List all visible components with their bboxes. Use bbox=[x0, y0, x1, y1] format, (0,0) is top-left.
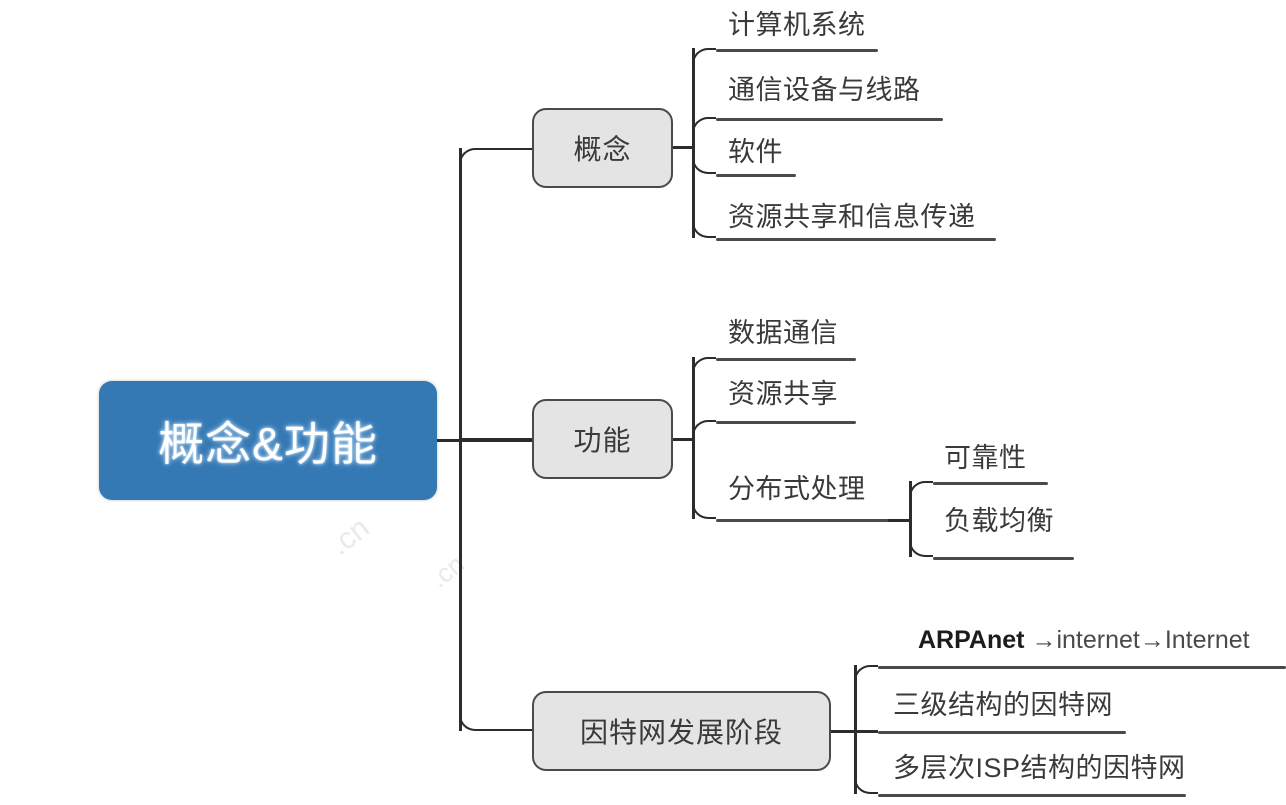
leaf-label: 软件 bbox=[728, 137, 783, 167]
branch-1-leaf-elbow-mid bbox=[692, 420, 716, 438]
branch-0-stub bbox=[673, 146, 693, 149]
branch-2-leaf-spine bbox=[854, 665, 857, 794]
watermark: .cn bbox=[323, 511, 376, 562]
leaf-label: 三级结构的因特网 bbox=[893, 690, 1113, 720]
branch-0-leaf-spine bbox=[692, 48, 695, 238]
branch-1-stub bbox=[673, 438, 693, 441]
leaf-label: 资源共享 bbox=[728, 379, 838, 409]
subbranch-leaf-elbow-top bbox=[909, 481, 933, 499]
branch-node-internet-stages[interactable]: 因特网发展阶段 bbox=[532, 691, 831, 771]
branch-1-leaf-elbow-bottom bbox=[692, 501, 716, 519]
subbranch-leaf-elbow-bottom bbox=[909, 539, 933, 557]
branch-2-leaf-elbow-bottom bbox=[854, 776, 878, 794]
leaf-label: 数据通信 bbox=[728, 318, 838, 348]
branch-2-stub bbox=[831, 730, 855, 733]
leaf-label: 可靠性 bbox=[944, 443, 1027, 473]
leaf-label: 多层次ISP结构的因特网 bbox=[893, 753, 1186, 783]
leaf-label: 计算机系统 bbox=[728, 10, 866, 40]
leaf-underline bbox=[716, 421, 856, 424]
leaf-underline bbox=[716, 358, 856, 361]
leaf-underline bbox=[716, 49, 878, 52]
leaf-underline bbox=[878, 666, 1286, 669]
leaf-label: 通信设备与线路 bbox=[728, 75, 921, 105]
branch-0-leaf-elbow-mid-bottom bbox=[692, 156, 716, 174]
leaf-underline bbox=[933, 482, 1048, 485]
leaf-label: 分布式处理 bbox=[728, 474, 866, 504]
leaf-underline bbox=[716, 238, 996, 241]
trunk-elbow-branch-0 bbox=[459, 148, 534, 166]
subbranch-leaf-spine bbox=[909, 481, 912, 557]
branch-0-leaf-elbow-mid-top bbox=[692, 117, 716, 135]
leaf-underline bbox=[716, 118, 943, 121]
branch-node-label: 概念 bbox=[573, 134, 632, 165]
trunk-connector-branch-1 bbox=[459, 438, 534, 441]
leaf-label: 负载均衡 bbox=[944, 506, 1054, 536]
leaf-underline bbox=[716, 174, 796, 177]
leaf-label-arpanet: ARPAnet →internet→Internet bbox=[918, 628, 1250, 653]
root-node[interactable]: 概念&功能 bbox=[99, 381, 437, 500]
branch-node-label: 功能 bbox=[573, 425, 632, 456]
watermark: .cn bbox=[424, 548, 470, 594]
leaf-underline bbox=[878, 731, 1126, 734]
leaf-underline bbox=[716, 519, 906, 522]
branch-2-leaf-connector-mid bbox=[854, 730, 878, 733]
leaf-label: 资源共享和信息传递 bbox=[728, 202, 976, 232]
leaf-underline bbox=[878, 794, 1186, 797]
branch-node-label: 因特网发展阶段 bbox=[579, 717, 783, 748]
arpanet-head: ARPAnet bbox=[918, 626, 1032, 654]
branch-0-leaf-elbow-top bbox=[692, 48, 716, 66]
branch-node-function[interactable]: 功能 bbox=[532, 399, 673, 479]
trunk-elbow-branch-2 bbox=[459, 713, 534, 731]
subbranch-stub bbox=[888, 519, 910, 522]
branch-2-leaf-elbow-top bbox=[854, 665, 878, 683]
branch-0-leaf-elbow-bottom bbox=[692, 220, 716, 238]
branch-1-leaf-spine bbox=[692, 357, 695, 519]
branch-1-leaf-elbow-top bbox=[692, 357, 716, 375]
leaf-underline bbox=[933, 557, 1074, 560]
arpanet-tail: →internet→Internet bbox=[1031, 626, 1250, 654]
branch-node-concept[interactable]: 概念 bbox=[532, 108, 673, 188]
root-node-label: 概念&功能 bbox=[158, 417, 378, 470]
